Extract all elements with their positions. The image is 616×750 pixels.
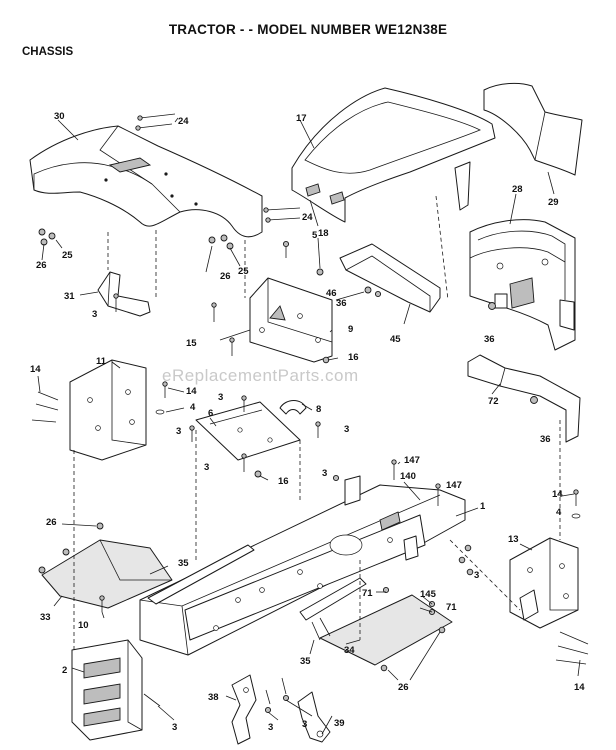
callout-25: 25 [62, 250, 73, 261]
callout-36: 36 [540, 434, 551, 445]
callout-36: 36 [336, 298, 347, 309]
callout-38: 38 [208, 692, 219, 703]
callout-3: 3 [322, 468, 327, 479]
callout-18: 18 [318, 228, 329, 239]
callout-24: 24 [178, 116, 189, 127]
part-34-footplate [319, 594, 453, 666]
leader-lines [37, 117, 581, 735]
callout-71: 71 [362, 588, 373, 599]
assembly-lines [73, 195, 561, 650]
callout-29: 29 [548, 197, 559, 208]
callout-3: 3 [268, 722, 273, 733]
callout-14: 14 [186, 386, 197, 397]
callout-3: 3 [92, 309, 97, 320]
callout-39: 39 [334, 718, 345, 729]
part-9-plate [249, 277, 333, 363]
callout-28: 28 [512, 184, 523, 195]
callout-1: 1 [480, 501, 486, 512]
callout-3: 3 [474, 570, 479, 581]
callout-10: 10 [78, 620, 89, 631]
callout-14: 14 [30, 364, 41, 375]
callout-14: 14 [552, 489, 563, 500]
part-11-left-plate [69, 359, 147, 461]
callout-16: 16 [348, 352, 359, 363]
part-38-bracket [231, 674, 257, 745]
callout-35: 35 [300, 656, 311, 667]
callout-3: 3 [218, 392, 223, 403]
callout-17: 17 [296, 113, 307, 124]
part-dash-cover [483, 82, 583, 176]
callout-26: 26 [36, 260, 47, 271]
callout-147: 147 [404, 455, 420, 466]
callout-13: 13 [508, 534, 519, 545]
watermark: eReplacementParts.com [162, 366, 359, 385]
callout-71: 71 [446, 602, 457, 613]
callout-9: 9 [348, 324, 353, 335]
callout-2: 2 [62, 665, 67, 676]
part-rear-fender [29, 125, 263, 238]
callout-4: 4 [190, 402, 196, 413]
callout-26: 26 [46, 517, 57, 528]
callout-25: 25 [238, 266, 249, 277]
callout-26: 26 [220, 271, 231, 282]
part-2-front-plate [71, 639, 143, 741]
part-31-bracket [97, 271, 151, 317]
callout-3: 3 [176, 426, 181, 437]
callout-3: 3 [204, 462, 209, 473]
callout-34: 34 [344, 645, 355, 656]
part-33-footplate [41, 539, 173, 609]
part-35-rail-right [299, 577, 367, 621]
callout-11: 11 [96, 356, 107, 367]
callout-14: 14 [574, 682, 585, 693]
callout-8: 8 [316, 404, 321, 415]
callout-3: 3 [172, 722, 177, 733]
part-72-bracket [467, 354, 581, 443]
callout-36: 36 [484, 334, 495, 345]
part-dashboard [469, 219, 576, 351]
part-35-rail [147, 544, 255, 605]
callout-3: 3 [344, 424, 349, 435]
callout-147: 147 [446, 480, 462, 491]
callout-35: 35 [178, 558, 189, 569]
hardware-fasteners [31, 113, 589, 714]
part-45-panel [339, 243, 441, 313]
callout-16: 16 [278, 476, 289, 487]
callout-3: 3 [302, 719, 307, 730]
callout-31: 31 [64, 291, 75, 302]
callout-72: 72 [488, 396, 499, 407]
callout-45: 45 [390, 334, 401, 345]
callout-24: 24 [302, 212, 313, 223]
page-title: TRACTOR - - MODEL NUMBER WE12N38E [168, 22, 448, 37]
part-39-bracket [297, 691, 331, 743]
callout-26: 26 [398, 682, 409, 693]
part-13-right-plate [509, 537, 579, 629]
part-hood [291, 87, 496, 223]
callout-46: 46 [326, 288, 337, 299]
section-title: CHASSIS [22, 46, 74, 58]
callout-5: 5 [312, 230, 318, 241]
part-6-plate [195, 401, 301, 461]
callout-labels: 30 24 17 29 28 24 18 26 25 26 25 5 31 3 … [30, 111, 585, 733]
callout-33: 33 [40, 612, 51, 623]
callout-140: 140 [400, 471, 416, 482]
callout-4: 4 [556, 507, 562, 518]
callout-145: 145 [420, 589, 437, 600]
callout-6: 6 [208, 408, 213, 419]
callout-30: 30 [54, 111, 65, 122]
callout-15: 15 [186, 338, 197, 349]
part-8-clip [279, 400, 307, 415]
